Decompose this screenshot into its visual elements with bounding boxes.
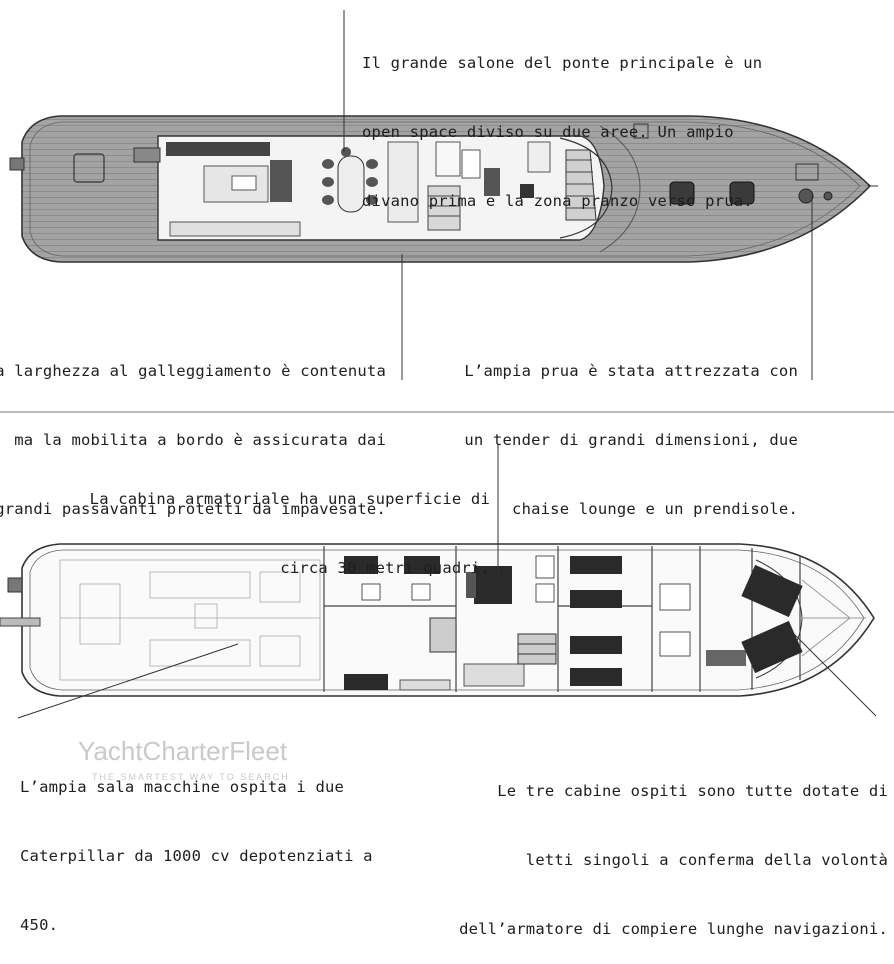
caption-line: chaise lounge e un prendisole. — [512, 500, 798, 518]
caption-line: 450. — [20, 916, 59, 934]
leader-line — [17, 643, 239, 719]
main-deck-plan — [9, 115, 878, 263]
caption-line: La larghezza al galleggiamento è contenu… — [0, 362, 386, 380]
caption-line: L’ampia prua è stata attrezzata con — [464, 362, 798, 380]
guest-bed — [570, 636, 622, 654]
main-saloon-superstructure — [157, 135, 605, 241]
bow-hatch — [669, 181, 695, 205]
bed — [344, 674, 388, 690]
owner-bed — [474, 566, 512, 604]
caption-cabine-ospiti: Le tre cabine ospiti sono tutte dotate d… — [459, 734, 888, 964]
lower-deck-plan — [0, 543, 875, 697]
caption-line: grandi passavanti protetti da impavesate… — [0, 500, 386, 518]
caption-line: Caterpillar da 1000 cv depotenziati a — [20, 847, 373, 865]
caption-line: Il grande salone del ponte principale è … — [362, 54, 763, 72]
caption-prua: L’ampia prua è stata attrezzata con un t… — [464, 314, 798, 544]
guest-bed-forward — [741, 620, 803, 674]
sofa-side — [270, 160, 292, 202]
caption-line: dell’armatore di compiere lunghe navigaz… — [459, 920, 888, 938]
leader-line — [789, 629, 877, 717]
caption-line: circa 30 metri quadri. — [280, 559, 490, 577]
caption-line: ma la mobilita a bordo è assicurata dai — [14, 431, 386, 449]
caption-salone: Il grande salone del ponte principale è … — [362, 6, 762, 236]
caption-line: Le tre cabine ospiti sono tutte dotate d… — [497, 782, 888, 800]
guest-bed — [570, 590, 622, 608]
sofa — [166, 142, 270, 156]
guest-bed-forward — [741, 564, 803, 618]
guest-bed — [570, 668, 622, 686]
caption-line: La cabina armatoriale ha una superficie … — [89, 490, 490, 508]
caption-line: open space diviso su due aree. Un ampio — [362, 123, 734, 141]
watermark-brand: YachtCharterFleet — [78, 736, 288, 766]
deck-plans — [0, 10, 894, 719]
caption-line: letti singoli a conferma della volontà — [525, 851, 888, 869]
caption-cabina: La cabina armatoriale ha una superficie … — [90, 442, 490, 603]
bed — [344, 556, 378, 574]
watermark-tagline: THE SMARTEST WAY TO SEARCH — [92, 772, 290, 782]
caption-larghezza: La larghezza al galleggiamento è contenu… — [0, 314, 386, 544]
caption-line: un tender di grandi dimensioni, due — [464, 431, 798, 449]
bed — [404, 556, 440, 574]
caption-line: L’ampia sala macchine ospita i due — [20, 778, 345, 796]
dining-table — [322, 147, 378, 213]
bow-hatch — [729, 181, 755, 205]
caption-line: divano prima e la zona pranzo verso prua… — [362, 192, 753, 210]
guest-bed — [570, 556, 622, 574]
